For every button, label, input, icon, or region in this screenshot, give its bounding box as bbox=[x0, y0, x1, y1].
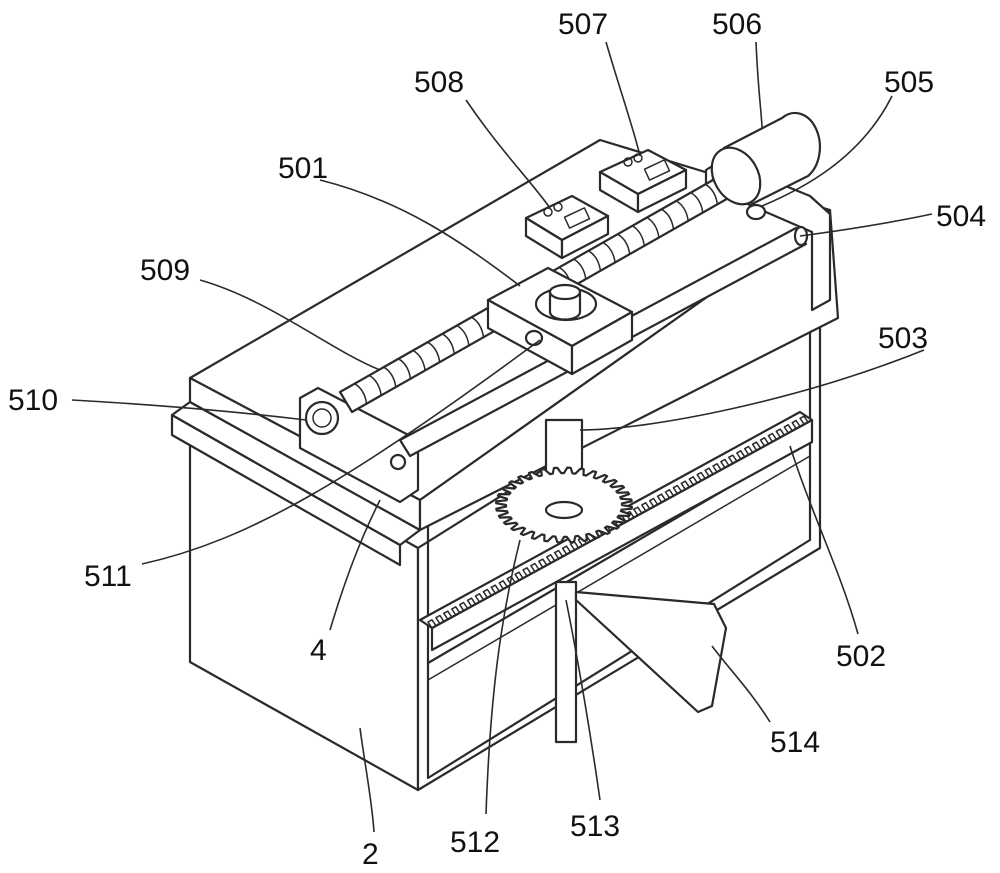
label-510: 510 bbox=[8, 384, 58, 417]
label-514: 514 bbox=[770, 726, 820, 759]
slider-side bbox=[570, 310, 634, 376]
controller-507 bbox=[598, 148, 688, 214]
label-512: 512 bbox=[450, 826, 500, 859]
controller-507-side bbox=[636, 168, 688, 214]
slider-501 bbox=[486, 266, 634, 376]
leader-503 bbox=[579, 349, 925, 431]
label-508: 508 bbox=[414, 66, 464, 99]
leader-513 bbox=[565, 599, 601, 801]
leader-509 bbox=[199, 279, 381, 371]
slider-shaft-top bbox=[548, 283, 582, 301]
left-bearing bbox=[304, 400, 340, 436]
leader-505 bbox=[761, 95, 893, 207]
label-501: 501 bbox=[278, 152, 328, 185]
reference-labels: 506 507 505 508 501 504 509 503 510 511 … bbox=[8, 8, 986, 871]
left-bearing-inner bbox=[312, 408, 332, 428]
leader-504 bbox=[799, 213, 933, 237]
leader-506 bbox=[755, 41, 763, 129]
right-plate-bolt-505 bbox=[745, 203, 767, 221]
label-4: 4 bbox=[310, 634, 327, 667]
leader-511 bbox=[141, 339, 541, 565]
leader-502 bbox=[789, 445, 859, 635]
leader-512 bbox=[485, 539, 521, 815]
left-plate-bolt bbox=[389, 453, 407, 471]
leader-507 bbox=[605, 41, 641, 157]
gear-assembly bbox=[495, 418, 633, 744]
controller-508-knob-2 bbox=[553, 202, 563, 212]
controller-507-knob-1 bbox=[623, 157, 633, 167]
inner-shelf-edge bbox=[427, 455, 811, 681]
controller-508 bbox=[524, 194, 610, 260]
leader-4 bbox=[329, 499, 381, 631]
leader-2 bbox=[359, 727, 375, 833]
controller-508-display bbox=[563, 207, 591, 229]
leader-514 bbox=[711, 645, 771, 723]
label-509: 509 bbox=[140, 254, 190, 287]
label-2: 2 bbox=[362, 838, 379, 871]
motor-506 bbox=[710, 111, 822, 206]
label-511: 511 bbox=[84, 560, 132, 593]
leader-lines bbox=[71, 41, 933, 833]
leader-501 bbox=[319, 179, 521, 287]
paddle-blade bbox=[574, 590, 728, 714]
leader-508 bbox=[465, 99, 551, 209]
label-507: 507 bbox=[558, 8, 608, 41]
label-505: 505 bbox=[884, 66, 934, 99]
gear-hub bbox=[544, 500, 584, 520]
controller-507-display bbox=[643, 159, 671, 181]
slider-guide-bushing bbox=[524, 329, 544, 347]
controller-508-knob-1 bbox=[543, 207, 553, 217]
label-506: 506 bbox=[712, 8, 762, 41]
label-502: 502 bbox=[836, 640, 886, 673]
label-513: 513 bbox=[570, 810, 620, 843]
leader-510 bbox=[71, 399, 307, 421]
paddle-514 bbox=[574, 590, 728, 714]
label-504: 504 bbox=[936, 200, 986, 233]
motor-face bbox=[710, 146, 762, 206]
controller-508-side bbox=[560, 214, 610, 260]
lower-shaft-513 bbox=[554, 580, 578, 744]
cover-side-edge bbox=[418, 208, 840, 532]
controller-507-knob-2 bbox=[633, 153, 643, 163]
label-503: 503 bbox=[878, 322, 928, 355]
